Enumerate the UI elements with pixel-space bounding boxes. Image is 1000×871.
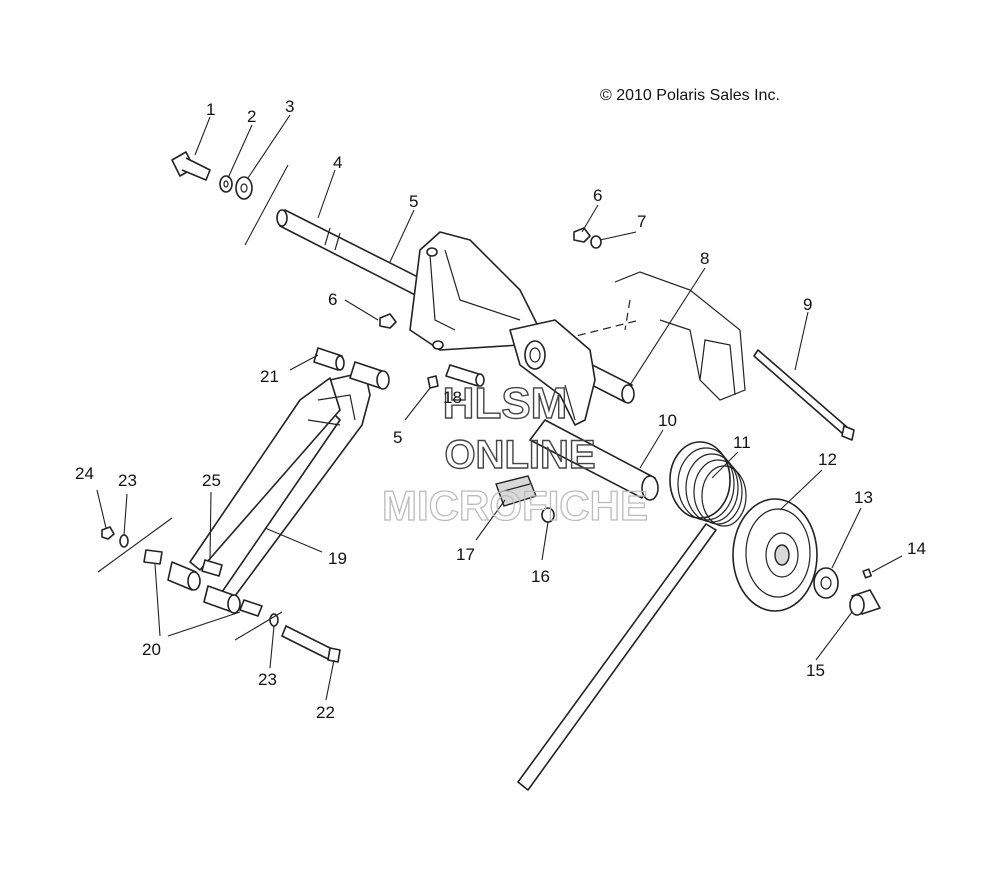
axis-line-1 (244, 164, 289, 246)
idler-wheel-part-12 (732, 498, 818, 612)
washer-part-23-lower (269, 613, 279, 627)
callout-6-lower: 6 (328, 290, 337, 309)
callout-22: 22 (316, 703, 335, 722)
collar-part-15 (849, 589, 881, 616)
copyright-text: © 2010 Polaris Sales Inc. (600, 87, 780, 104)
pivot-bracket-part-5 (409, 231, 596, 426)
bushing-part-21 (313, 347, 390, 390)
watermark: HLSM ONLINE MICROFICHE (381, 378, 648, 529)
washer-part-23-upper (119, 534, 129, 548)
callout-15: 15 (806, 661, 825, 680)
callout-leaders (96, 114, 903, 701)
callout-9: 9 (803, 295, 812, 314)
axis-line-3 (234, 611, 283, 641)
callout-7: 7 (637, 212, 646, 231)
callout-16: 16 (531, 567, 550, 586)
torsion-spring-part-11 (517, 441, 747, 791)
washer-part-13 (813, 567, 839, 599)
callout-20: 20 (142, 640, 161, 659)
callout-12: 12 (818, 450, 837, 469)
callout-3: 3 (285, 97, 294, 116)
callout-numbers: 1 2 3 4 5 6 7 8 9 5 18 10 11 12 13 14 15… (75, 97, 926, 722)
fitting-part-5 (427, 375, 439, 389)
block-part-17 (495, 475, 537, 507)
pin-part-18 (445, 364, 485, 387)
callout-5-lower: 5 (393, 428, 402, 447)
callout-19: 19 (328, 549, 347, 568)
nut-part-6-lower (379, 313, 397, 329)
sleeve-part-25 (201, 559, 223, 577)
callout-24: 24 (75, 464, 94, 483)
spacer-tube-part-10 (529, 419, 659, 501)
callout-1: 1 (206, 100, 215, 119)
svg-text:HLSM: HLSM (443, 379, 568, 428)
callout-13: 13 (854, 488, 873, 507)
callout-23-lower: 23 (258, 670, 277, 689)
callout-17: 17 (456, 545, 475, 564)
callout-4: 4 (333, 153, 342, 172)
svg-text:MICROFICHE: MICROFICHE (382, 482, 648, 529)
bolt-part-1 (171, 151, 211, 181)
callout-5: 5 (409, 192, 418, 211)
callout-23-upper: 23 (118, 471, 137, 490)
callout-14: 14 (907, 539, 926, 558)
set-screw-part-14 (862, 568, 872, 579)
nut-part-6-upper (573, 227, 591, 243)
callout-21: 21 (260, 367, 279, 386)
svg-text:ONLINE: ONLINE (444, 433, 595, 477)
callout-6: 6 (593, 186, 602, 205)
long-bolt-part-9 (753, 349, 855, 441)
washer-part-7 (590, 235, 602, 249)
callout-2: 2 (247, 107, 256, 126)
washer-part-2 (219, 175, 233, 193)
axis-line-2 (97, 517, 173, 573)
bolt-part-22 (281, 625, 341, 663)
washer-part-3 (235, 176, 253, 200)
callout-25: 25 (202, 471, 221, 490)
nut-part-24 (101, 526, 115, 540)
bushing-part-20 (143, 549, 263, 617)
callout-10: 10 (658, 411, 677, 430)
callout-11: 11 (733, 433, 751, 452)
callout-18: 18 (443, 388, 462, 407)
callout-8: 8 (700, 249, 709, 268)
